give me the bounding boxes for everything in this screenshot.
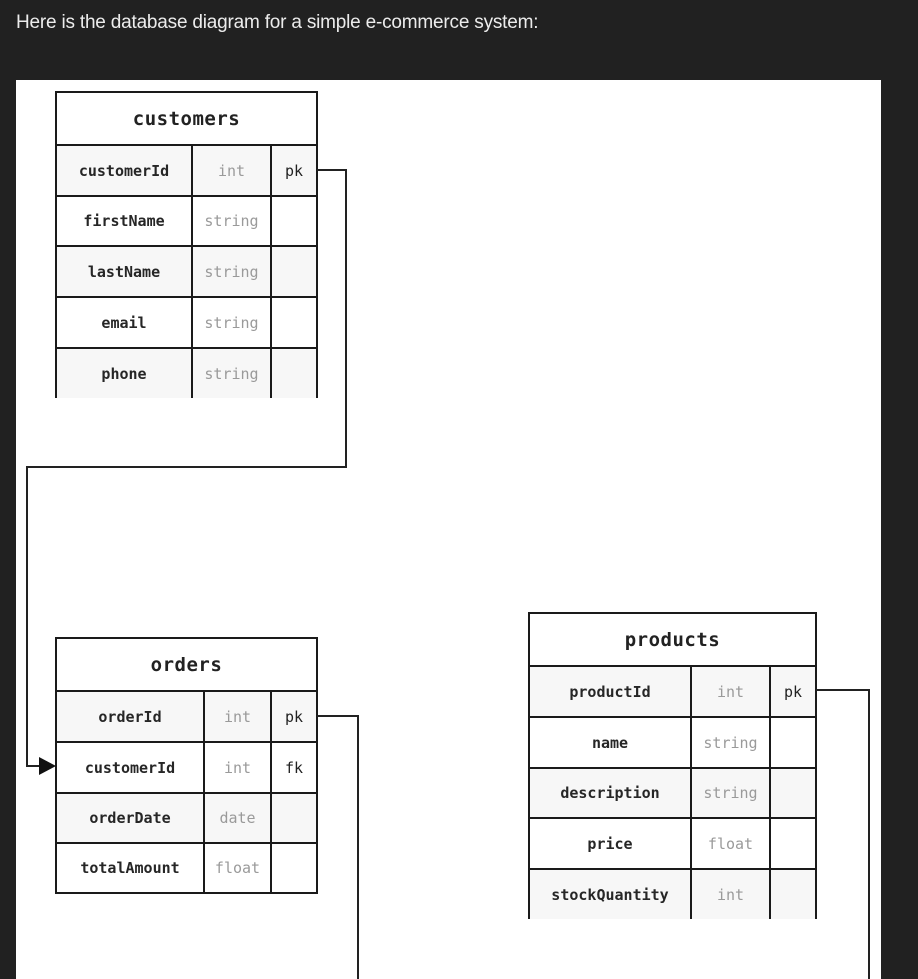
table-row: phone string	[57, 349, 316, 398]
table-row: totalAmount float	[57, 844, 316, 892]
table-row: lastName string	[57, 247, 316, 298]
column-key	[272, 349, 316, 398]
column-type: int	[205, 743, 272, 792]
table-orders: orders orderId int pk customerId int fk …	[55, 637, 318, 894]
column-key	[272, 794, 316, 842]
table-row: orderId int pk	[57, 692, 316, 743]
table-row: name string	[530, 718, 815, 769]
column-key	[771, 769, 815, 817]
column-key	[771, 870, 815, 919]
column-name: orderDate	[57, 794, 205, 842]
column-key	[272, 197, 316, 245]
column-name: customerId	[57, 146, 193, 195]
column-type: int	[193, 146, 272, 195]
table-row: customerId int pk	[57, 146, 316, 197]
table-row: email string	[57, 298, 316, 349]
column-type: int	[205, 692, 272, 741]
column-key	[771, 819, 815, 868]
column-name: lastName	[57, 247, 193, 296]
table-products: products productId int pk name string de…	[528, 612, 817, 919]
column-name: totalAmount	[57, 844, 205, 892]
column-key	[272, 247, 316, 296]
column-type: string	[692, 718, 771, 767]
column-name: description	[530, 769, 692, 817]
table-row: orderDate date	[57, 794, 316, 844]
column-key	[272, 298, 316, 347]
table-row: stockQuantity int	[530, 870, 815, 919]
column-key: pk	[284, 161, 304, 180]
table-title: orders	[57, 639, 316, 692]
column-type: int	[692, 870, 771, 919]
table-row: productId int pk	[530, 667, 815, 718]
table-row: price float	[530, 819, 815, 870]
table-customers: customers customerId int pk firstName st…	[55, 91, 318, 398]
column-key: fk	[284, 758, 304, 777]
intro-message: Here is the database diagram for a simpl…	[16, 12, 539, 33]
column-key	[771, 718, 815, 767]
column-key: pk	[783, 682, 803, 701]
column-name: customerId	[57, 743, 205, 792]
column-type: string	[193, 349, 272, 398]
column-name: phone	[57, 349, 193, 398]
table-title: products	[530, 614, 815, 667]
table-row: customerId int fk	[57, 743, 316, 794]
column-key	[272, 844, 316, 892]
column-type: float	[205, 844, 272, 892]
column-type: date	[205, 794, 272, 842]
column-type: string	[193, 197, 272, 245]
column-type: string	[692, 769, 771, 817]
column-name: firstName	[57, 197, 193, 245]
table-row: description string	[530, 769, 815, 819]
column-name: name	[530, 718, 692, 767]
column-type: string	[193, 298, 272, 347]
table-row: firstName string	[57, 197, 316, 247]
column-type: float	[692, 819, 771, 868]
column-type: string	[193, 247, 272, 296]
column-type: int	[692, 667, 771, 716]
column-key: pk	[284, 707, 304, 726]
column-name: email	[57, 298, 193, 347]
table-title: customers	[57, 93, 316, 146]
column-name: productId	[530, 667, 692, 716]
column-name: stockQuantity	[530, 870, 692, 919]
column-name: price	[530, 819, 692, 868]
column-name: orderId	[57, 692, 205, 741]
